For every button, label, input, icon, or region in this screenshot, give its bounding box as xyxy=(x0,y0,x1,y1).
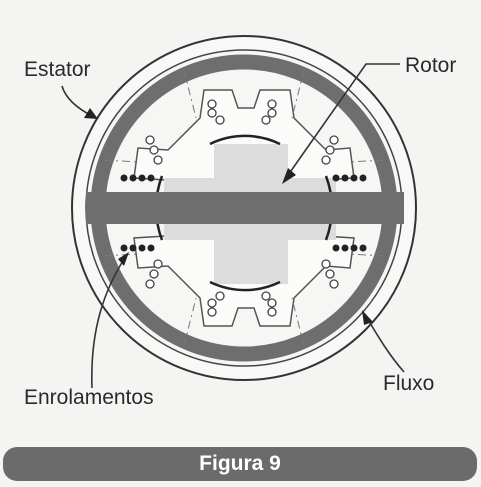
windings-label: Enrolamentos xyxy=(24,386,154,409)
flux-band-horizontal xyxy=(86,192,404,224)
stator-label: Estator xyxy=(24,58,91,81)
caption-bar: Figura 9 xyxy=(3,447,477,481)
motor-diagram xyxy=(61,35,417,389)
rotor-label: Rotor xyxy=(405,54,457,77)
guide-lines xyxy=(103,69,385,347)
winding-dots xyxy=(120,174,367,252)
flux-label: Fluxo xyxy=(383,372,435,395)
winding-coils xyxy=(145,99,339,317)
figure-caption: Figura 9 xyxy=(199,452,281,475)
arrow-heads xyxy=(84,108,373,325)
